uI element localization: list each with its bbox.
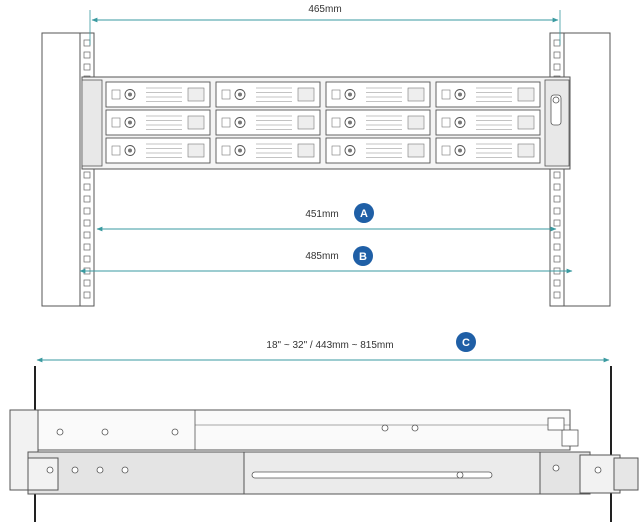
rack-hole: [83, 219, 91, 227]
rack-hole: [553, 39, 561, 47]
slide-rail: [9, 409, 639, 495]
dimension-b-label: 485mm: [305, 251, 338, 262]
rack-hole: [83, 195, 91, 203]
screw: [121, 466, 129, 474]
rack-hole: [83, 291, 91, 299]
badge-c-letter: C: [462, 337, 470, 349]
dimension-a-label: 451mm: [305, 209, 338, 220]
screw: [56, 428, 64, 436]
rack-hole: [553, 51, 561, 59]
rack-hole: [553, 291, 561, 299]
drive-tray: [105, 81, 211, 108]
rack-hole: [553, 207, 561, 215]
screw: [381, 424, 389, 432]
rack-hole: [83, 51, 91, 59]
screw: [594, 466, 602, 474]
drive-tray: [215, 81, 321, 108]
drive-tray: [435, 137, 541, 164]
rack-hole: [83, 255, 91, 263]
drive-tray: [435, 81, 541, 108]
dimension-c-label: 18" ~ 32" / 443mm ~ 815mm: [266, 340, 393, 351]
drive-tray: [435, 109, 541, 136]
drive-tray: [325, 109, 431, 136]
screw: [96, 466, 104, 474]
dimension-c: 18" ~ 32" / 443mm ~ 815mm C: [36, 332, 610, 363]
rack-hole: [553, 219, 561, 227]
rack-hole: [83, 171, 91, 179]
badge-c: [456, 332, 476, 352]
drive-bays: [105, 81, 541, 164]
dimension-465: 465mm: [89, 4, 561, 45]
rack-hole: [83, 63, 91, 71]
screw: [46, 466, 54, 474]
rack-hole: [553, 171, 561, 179]
rack-hole: [553, 63, 561, 71]
screw: [171, 428, 179, 436]
rack-hole: [83, 207, 91, 215]
rack-hole: [83, 243, 91, 251]
rack-hole: [553, 243, 561, 251]
screw: [411, 424, 419, 432]
dimension-465-label: 465mm: [308, 4, 341, 15]
screw: [456, 471, 464, 479]
rack-hole: [83, 279, 91, 287]
rack-hole: [553, 195, 561, 203]
badge-b: [353, 246, 373, 266]
drive-tray: [215, 109, 321, 136]
drive-tray: [105, 109, 211, 136]
rack-hole: [83, 39, 91, 47]
drive-tray: [215, 137, 321, 164]
screw: [71, 466, 79, 474]
dimension-b: 485mm B: [79, 246, 573, 274]
rack-hole: [83, 183, 91, 191]
rack-hole: [553, 279, 561, 287]
rail-screws: [46, 424, 602, 479]
dimension-a: 451mm A: [96, 203, 557, 232]
screw: [101, 428, 109, 436]
drive-tray: [105, 137, 211, 164]
badge-a-letter: A: [360, 208, 368, 220]
drive-tray: [325, 137, 431, 164]
rack-hole: [553, 255, 561, 263]
rack-hole: [553, 183, 561, 191]
rack-hole: [553, 231, 561, 239]
badge-b-letter: B: [359, 251, 367, 263]
drive-tray: [325, 81, 431, 108]
badge-a: [354, 203, 374, 223]
screw: [552, 464, 560, 472]
rack-hole: [83, 231, 91, 239]
